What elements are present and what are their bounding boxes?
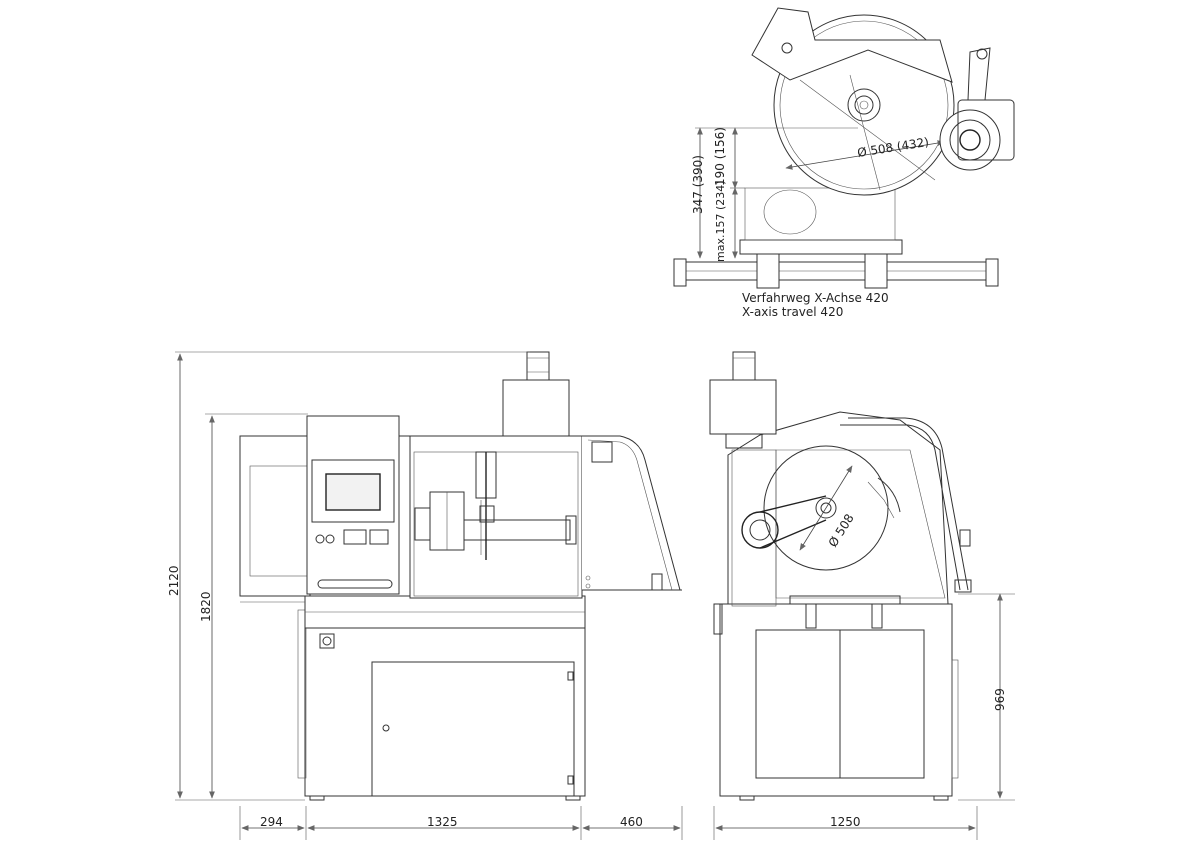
table-plate [739, 239, 903, 255]
top-dim-190: 190 (156) [713, 127, 727, 186]
cabinet-door [371, 661, 575, 797]
front-view [239, 351, 682, 801]
side-dust-collector [709, 379, 777, 435]
side-view [709, 351, 972, 801]
side-cutting-wheel [763, 445, 889, 571]
width-1250: 1250 [830, 815, 861, 829]
side-upper-chassis [727, 411, 949, 605]
top-dim-347: 347 (390) [691, 155, 705, 214]
right-hood [582, 435, 681, 591]
wheel-guard [751, 7, 953, 83]
top-view [673, 7, 1015, 289]
left-side-panel [239, 435, 311, 597]
width-1325: 1325 [427, 815, 458, 829]
travel-label-de: Verfahrweg X-Achse 420 [742, 291, 889, 305]
width-460: 460 [620, 815, 643, 829]
width-294: 294 [260, 815, 283, 829]
travel-label-en: X-axis travel 420 [742, 305, 843, 319]
top-dim-157: max.157 (234) [714, 180, 727, 262]
dust-collector [502, 379, 570, 437]
side-door-right [839, 629, 925, 779]
drive-pulley [939, 109, 1001, 171]
control-screen [325, 473, 381, 511]
lower-cabinet [304, 627, 586, 797]
height-2120: 2120 [167, 565, 181, 596]
side-lower-cabinet [719, 603, 953, 797]
height-969: 969 [993, 688, 1007, 711]
height-1820: 1820 [199, 591, 213, 622]
